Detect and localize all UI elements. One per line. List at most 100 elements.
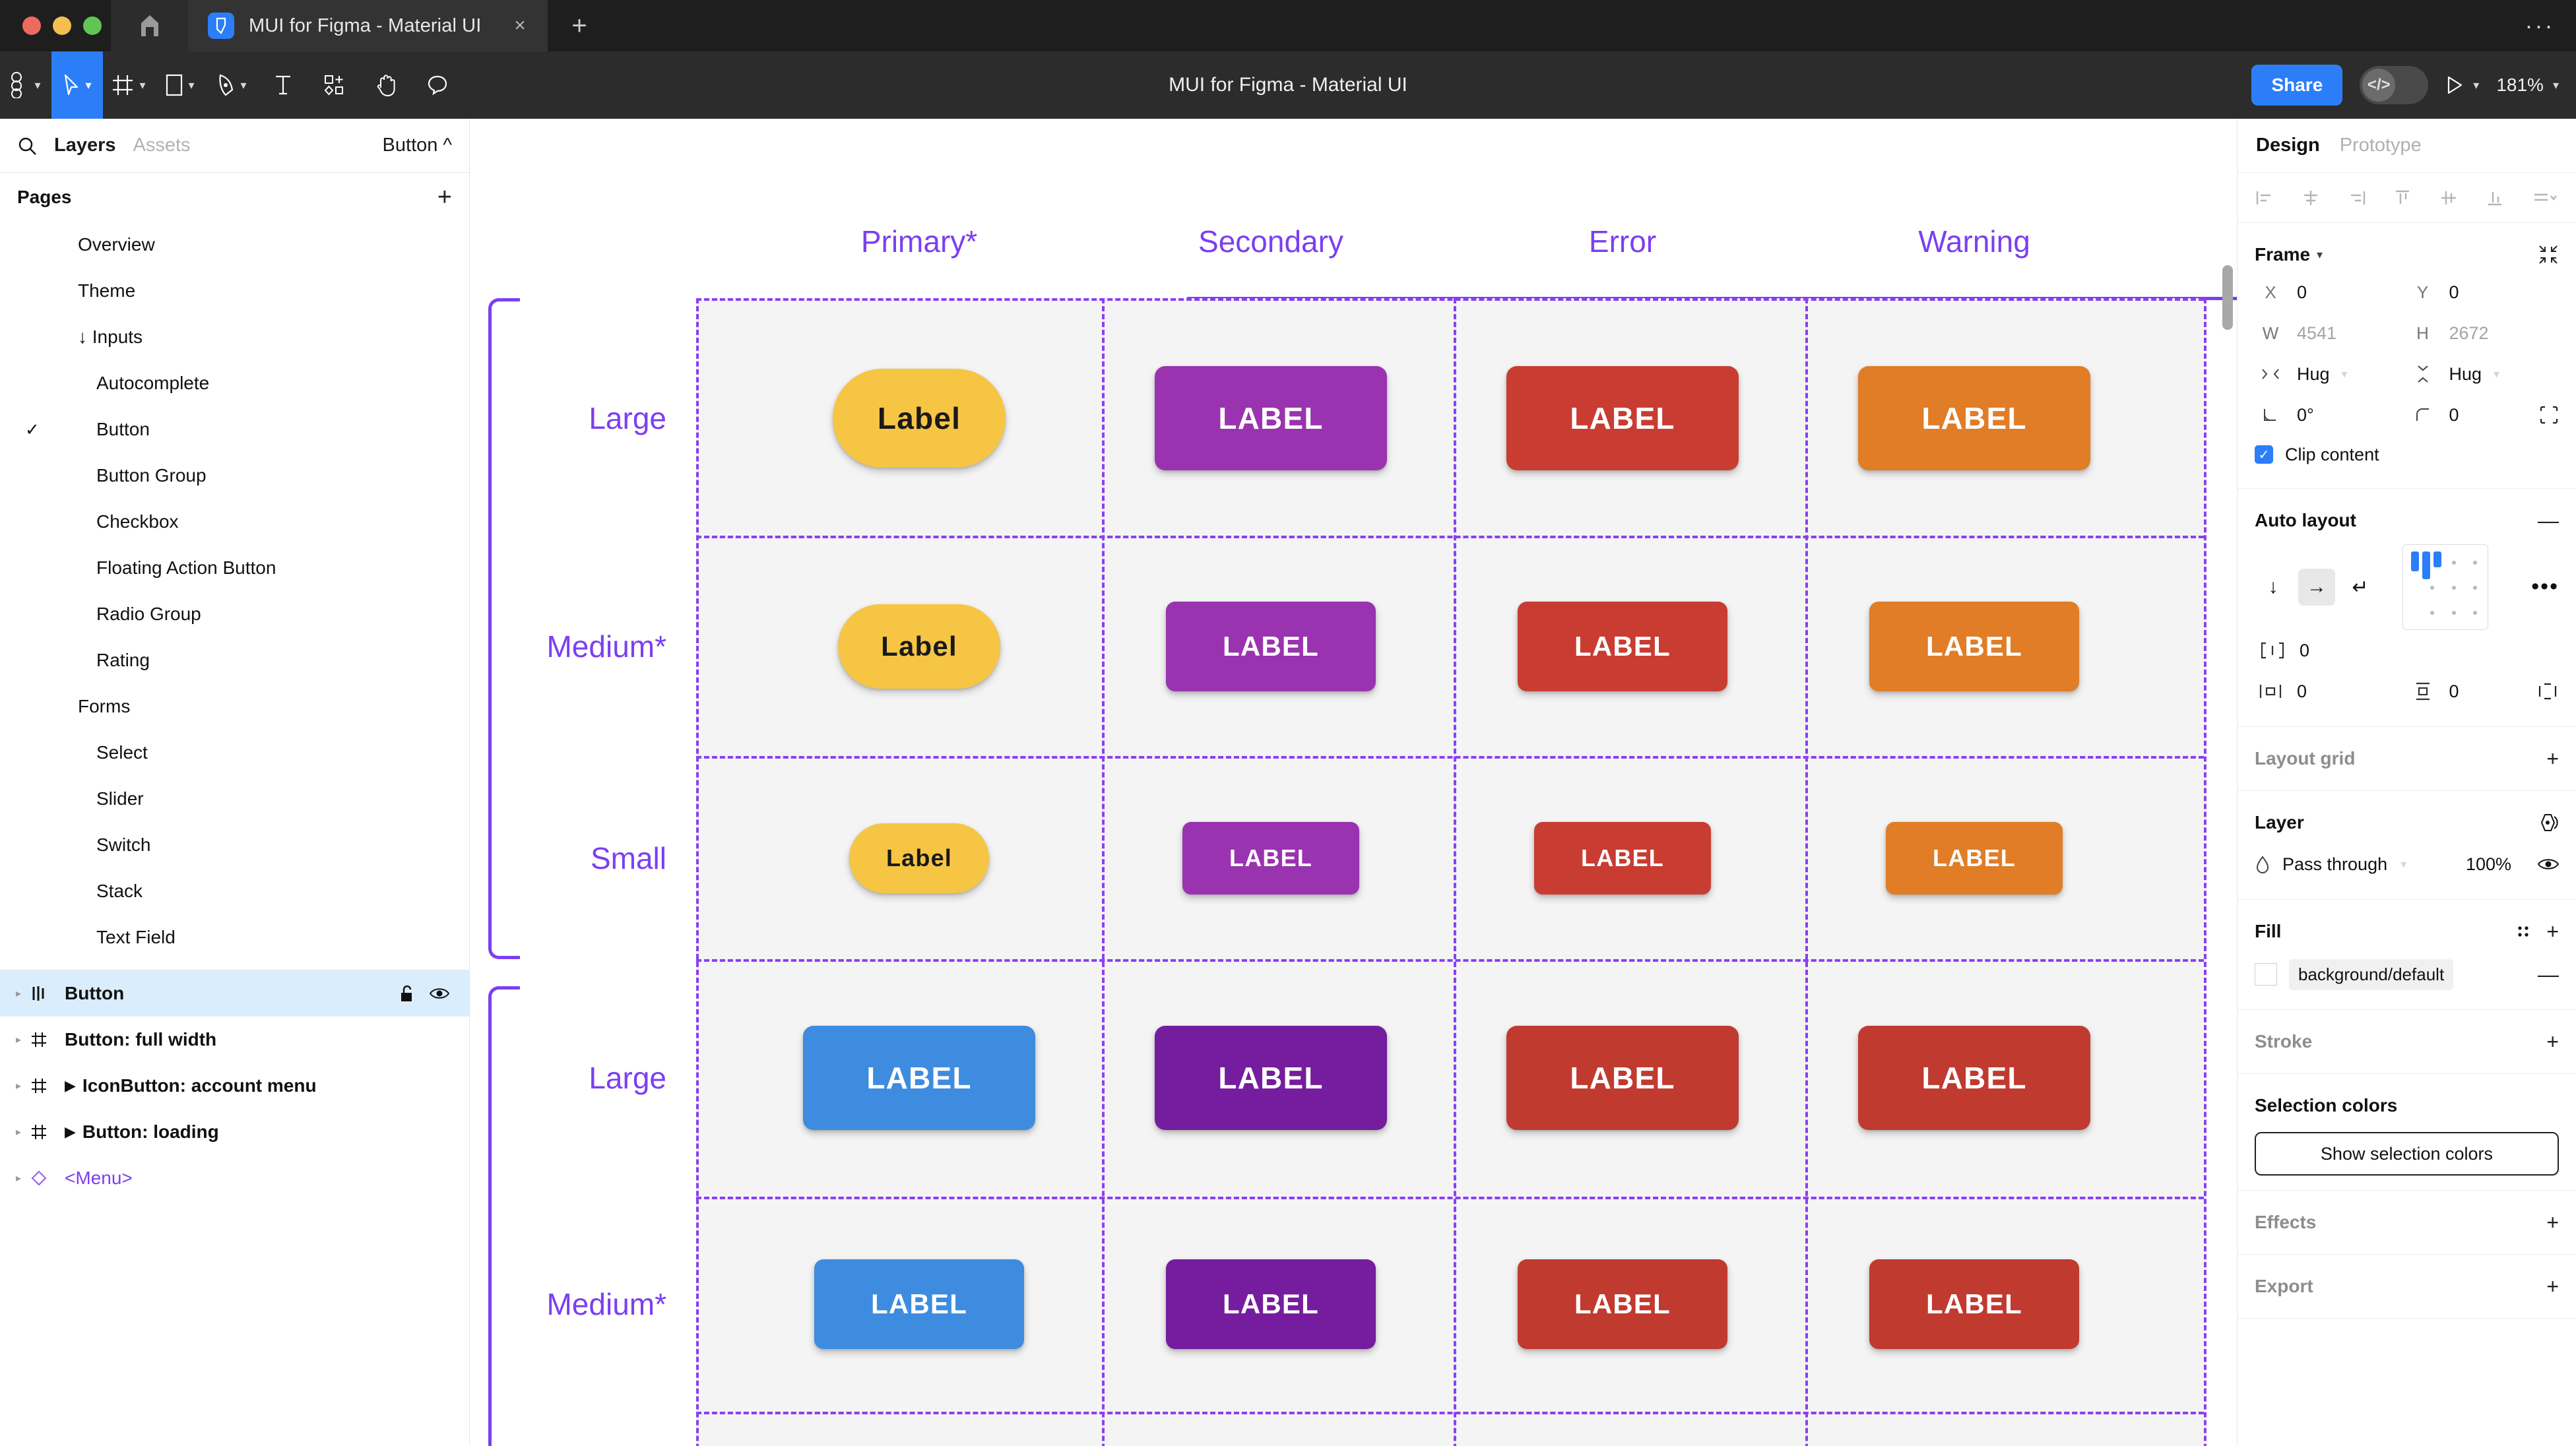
prop-corner-radius[interactable]: 0 xyxy=(2407,394,2560,435)
add-fill-button[interactable]: + xyxy=(2546,919,2559,943)
material-button-r4-c2[interactable]: LABEL xyxy=(1518,1259,1727,1349)
tab-prototype[interactable]: Prototype xyxy=(2339,135,2422,156)
resources-tool-icon[interactable] xyxy=(309,51,360,119)
page-item-floating-action-button[interactable]: Floating Action Button xyxy=(0,545,469,591)
frame-chevron-down-icon[interactable]: ▾ xyxy=(2317,248,2323,261)
material-button-r0-c3[interactable]: LABEL xyxy=(1858,366,2090,470)
browser-tab-mui-figma[interactable]: MUI for Figma - Material UI × xyxy=(188,0,548,51)
dev-mode-toggle[interactable]: </> xyxy=(2360,66,2429,104)
align-left-icon[interactable] xyxy=(2255,188,2274,208)
page-item-theme[interactable]: Theme xyxy=(0,268,469,314)
material-button-r4-c1[interactable]: LABEL xyxy=(1166,1259,1376,1349)
page-item-select[interactable]: Select xyxy=(0,730,469,776)
clip-content-row[interactable]: ✓ Clip content xyxy=(2255,435,2559,474)
layer-item-iconbutton-account-menu[interactable]: ▸▶IconButton: account menu xyxy=(0,1063,469,1109)
padding-horizontal[interactable]: 0 xyxy=(2255,671,2407,712)
layer-settings-icon[interactable] xyxy=(2538,813,2559,833)
unlock-icon[interactable] xyxy=(399,984,415,1003)
blend-mode-row[interactable]: Pass through ▾ 100% xyxy=(2255,844,2559,885)
add-effect-button[interactable]: + xyxy=(2546,1210,2559,1234)
layer-item-button-loading[interactable]: ▸▶Button: loading xyxy=(0,1109,469,1155)
material-button-r1-c1[interactable]: LABEL xyxy=(1166,602,1376,691)
visibility-eye-icon[interactable] xyxy=(430,986,449,1001)
shape-tool-icon[interactable]: ▾ xyxy=(154,51,206,119)
prop-height[interactable]: H 2672 xyxy=(2407,313,2560,354)
page-item-radio-group[interactable]: Radio Group xyxy=(0,591,469,637)
layer-item-button-full-width[interactable]: ▸Button: full width xyxy=(0,1017,469,1063)
layer-expand-chevron-right-icon[interactable]: ▸ xyxy=(15,1127,22,1138)
page-item-overview[interactable]: Overview xyxy=(0,222,469,268)
present-button[interactable] xyxy=(2445,75,2464,95)
auto-layout-alignment-grid[interactable] xyxy=(2402,544,2488,630)
material-button-r1-c3[interactable]: LABEL xyxy=(1869,602,2079,691)
page-item-button-group[interactable]: Button Group xyxy=(0,453,469,499)
frame-tool-icon[interactable]: ▾ xyxy=(103,51,154,119)
minimize-window-button[interactable] xyxy=(53,16,71,35)
home-button[interactable] xyxy=(111,0,188,51)
page-item-inputs[interactable]: ↓ Inputs xyxy=(0,314,469,360)
layer-item-button[interactable]: ▸Button xyxy=(0,970,469,1017)
page-item-rating[interactable]: Rating xyxy=(0,637,469,683)
page-item-switch[interactable]: Switch xyxy=(0,822,469,868)
page-item-button[interactable]: ✓Button xyxy=(0,406,469,453)
material-button-r1-c2[interactable]: LABEL xyxy=(1518,602,1727,691)
show-selection-colors-button[interactable]: Show selection colors xyxy=(2255,1132,2559,1176)
material-button-r1-c0[interactable]: Label xyxy=(838,604,1000,689)
close-window-button[interactable] xyxy=(22,16,41,35)
browser-menu-button[interactable]: ··· xyxy=(2525,12,2555,39)
prop-rotation[interactable]: 0° xyxy=(2255,394,2407,435)
collapse-frame-icon[interactable] xyxy=(2538,244,2559,265)
zoom-control[interactable]: 181% ▾ xyxy=(2496,75,2559,96)
fill-styles-icon[interactable] xyxy=(2515,923,2532,940)
tab-assets[interactable]: Assets xyxy=(133,135,191,156)
individual-padding-icon[interactable] xyxy=(2536,681,2559,701)
prop-width[interactable]: W 4541 xyxy=(2255,313,2407,354)
canvas-vertical-scrollbar[interactable] xyxy=(2222,265,2233,330)
material-button-r4-c0[interactable]: LABEL xyxy=(814,1259,1024,1349)
page-item-autocomplete[interactable]: Autocomplete xyxy=(0,360,469,406)
material-button-r0-c0[interactable]: Label xyxy=(833,369,1006,468)
add-layout-grid-button[interactable]: + xyxy=(2546,746,2559,770)
move-tool-icon[interactable]: ▾ xyxy=(51,51,103,119)
design-canvas[interactable]: Contained Primary*SecondaryErrorWarningL… xyxy=(470,119,2237,1446)
tab-layers[interactable]: Layers xyxy=(54,135,116,156)
layer-expand-chevron-right-icon[interactable]: ▸ xyxy=(15,1173,22,1184)
remove-fill-button[interactable]: — xyxy=(2538,962,2559,986)
material-button-r3-c0[interactable]: LABEL xyxy=(803,1026,1035,1130)
align-horizontal-center-icon[interactable] xyxy=(2301,188,2321,208)
text-tool-icon[interactable] xyxy=(257,51,309,119)
material-button-r2-c2[interactable]: LABEL xyxy=(1534,822,1711,895)
hand-tool-icon[interactable] xyxy=(360,51,412,119)
material-button-r4-c3[interactable]: LABEL xyxy=(1869,1259,2079,1349)
figma-menu-icon[interactable]: ▾ xyxy=(0,51,51,119)
padding-vertical[interactable]: 0 xyxy=(2407,671,2560,712)
comment-tool-icon[interactable] xyxy=(412,51,463,119)
material-button-r0-c1[interactable]: LABEL xyxy=(1155,366,1387,470)
prop-y[interactable]: Y 0 xyxy=(2407,272,2560,313)
align-bottom-icon[interactable] xyxy=(2485,188,2505,208)
direction-vertical-icon[interactable]: ↓ xyxy=(2268,576,2278,598)
fill-color-swatch[interactable] xyxy=(2255,963,2277,986)
layer-item-menu[interactable]: ▸<Menu> xyxy=(0,1155,469,1201)
fill-row[interactable]: background/default — xyxy=(2255,954,2559,995)
tab-design[interactable]: Design xyxy=(2256,135,2320,156)
align-top-icon[interactable] xyxy=(2393,188,2412,208)
search-icon[interactable] xyxy=(17,136,37,156)
material-button-r3-c3[interactable]: LABEL xyxy=(1858,1026,2090,1130)
add-export-button[interactable]: + xyxy=(2546,1274,2559,1298)
distribute-more-icon[interactable] xyxy=(2531,188,2559,208)
direction-horizontal-icon[interactable]: → xyxy=(2298,569,2335,606)
layer-expand-chevron-right-icon[interactable]: ▸ xyxy=(15,1034,22,1046)
page-selector[interactable]: Button ^ xyxy=(383,135,452,156)
independent-corners-icon[interactable] xyxy=(2539,405,2559,425)
prop-x[interactable]: X 0 xyxy=(2255,272,2407,313)
present-options-chevron-down-icon[interactable]: ▾ xyxy=(2473,79,2480,92)
material-button-r2-c3[interactable]: LABEL xyxy=(1886,822,2063,895)
prop-horizontal-resizing[interactable]: Hug ▾ xyxy=(2255,354,2407,394)
pen-tool-icon[interactable]: ▾ xyxy=(206,51,257,119)
prop-vertical-resizing[interactable]: Hug ▾ xyxy=(2407,354,2560,394)
layer-expand-chevron-right-icon[interactable]: ▸ xyxy=(15,1081,22,1092)
page-item-stack[interactable]: Stack xyxy=(0,868,469,914)
page-item-forms[interactable]: Forms xyxy=(0,683,469,730)
material-button-r2-c1[interactable]: LABEL xyxy=(1182,822,1359,895)
